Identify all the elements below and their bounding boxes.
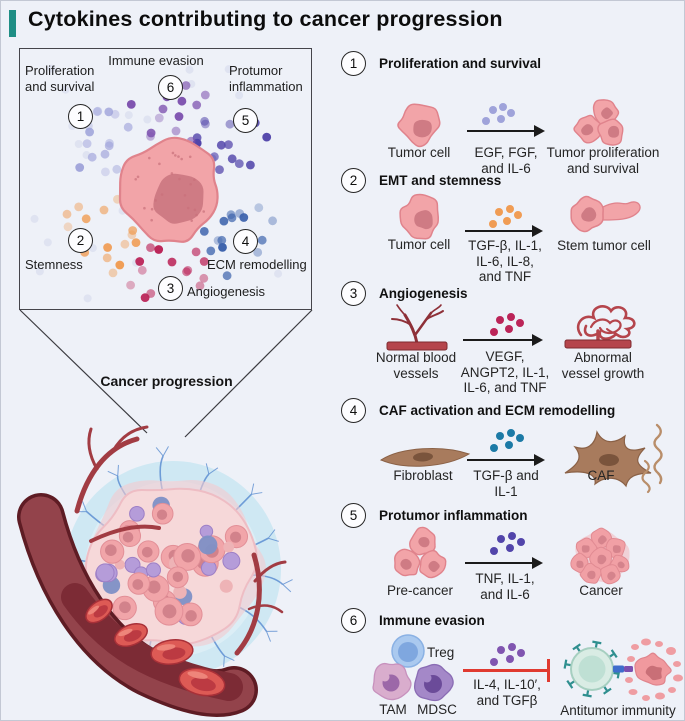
overview-number-3: 3 bbox=[158, 276, 183, 301]
cytokine-dots-2 bbox=[489, 205, 522, 228]
section-4-heading: CAF activation and ECM remodelling bbox=[379, 403, 616, 418]
section-3-cytokines-label: VEGF, ANGPT2, IL-1, IL-6, and TNF bbox=[460, 349, 550, 396]
reaction-arrow-4 bbox=[467, 453, 545, 468]
section-1-cytokines-label: EGF, FGF, and IL-6 bbox=[474, 145, 538, 176]
overview-number-6: 6 bbox=[158, 75, 183, 100]
reaction-arrow-3 bbox=[463, 333, 543, 348]
page-title: Cytokines contributing to cancer progres… bbox=[28, 7, 503, 31]
cytokine-dots-1 bbox=[482, 103, 515, 125]
zoom-label: Cancer progression bbox=[100, 373, 233, 389]
mdsc-label: MDSC bbox=[417, 702, 457, 717]
abnormal-vessels-icon bbox=[564, 305, 636, 349]
section-3-number: 3 bbox=[341, 281, 366, 306]
section-1-source-label: Tumor cell bbox=[387, 145, 451, 160]
section-4-result-label: CAF bbox=[587, 468, 615, 483]
section-6-result-label: Antitumor immunity bbox=[560, 703, 676, 718]
section-1-number: 1 bbox=[341, 51, 366, 76]
cancer-icon bbox=[570, 527, 630, 585]
section-1-result-label: Tumor proliferation and survival bbox=[546, 145, 660, 176]
section-2-heading: EMT and stemness bbox=[379, 173, 502, 188]
section-2-result-label: Stem tumor cell bbox=[557, 238, 651, 253]
fibroblast-icon bbox=[379, 447, 471, 467]
pre-cancer-icon bbox=[394, 526, 447, 579]
callout-immune-evasion: Immune evasion bbox=[108, 53, 204, 68]
section-3-result-label: Abnormal vessel growth bbox=[561, 350, 645, 381]
treg-label: Treg bbox=[427, 645, 455, 660]
overview-number-2: 2 bbox=[68, 228, 93, 253]
antitumor-immunity-icon bbox=[563, 638, 683, 701]
section-5-heading: Protumor inflammation bbox=[379, 508, 528, 523]
section-5-source-label: Pre-cancer bbox=[386, 583, 454, 598]
reaction-arrow-1 bbox=[467, 124, 545, 139]
section-5-number: 5 bbox=[341, 503, 366, 528]
cytokine-dots-4 bbox=[490, 429, 524, 452]
overview-number-5: 5 bbox=[233, 108, 258, 133]
cytokine-dots-3 bbox=[490, 313, 524, 336]
section-2-number: 2 bbox=[341, 168, 366, 193]
section-5-cytokines-label: TNF, IL-1, and IL-6 bbox=[475, 571, 535, 602]
stem-tumor-cell-icon bbox=[570, 195, 641, 233]
reaction-arrow-2 bbox=[465, 224, 543, 239]
inhibition-bar bbox=[463, 659, 551, 682]
callout-ecm: ECM remodelling bbox=[207, 257, 307, 272]
overview-number-4: 4 bbox=[233, 229, 258, 254]
section-4-source-label: Fibroblast bbox=[393, 468, 453, 483]
cytokine-dots-6 bbox=[490, 643, 525, 666]
caf-icon bbox=[564, 423, 663, 494]
callout-angiogenesis: Angiogenesis bbox=[187, 284, 266, 299]
tumor-cell-icon bbox=[397, 103, 441, 148]
overview-number-1: 1 bbox=[68, 104, 93, 129]
callout-stemness: Stemness bbox=[25, 257, 83, 272]
immune-cells-icon bbox=[372, 634, 454, 702]
section-2-cytokines-label: TGF-β, IL-1, IL-6, IL-8, and TNF bbox=[468, 238, 542, 285]
normal-vessels-icon bbox=[386, 304, 448, 351]
title-accent-bar bbox=[9, 10, 16, 37]
callout-protumor: Protumor inflammation bbox=[229, 63, 303, 94]
callout-proliferation: Proliferation and survival bbox=[25, 63, 95, 94]
cytokine-dots-5 bbox=[490, 532, 525, 555]
section-3-heading: Angiogenesis bbox=[379, 286, 468, 301]
section-4-number: 4 bbox=[341, 398, 366, 423]
section-6-heading: Immune evasion bbox=[379, 613, 485, 628]
overview-box bbox=[19, 48, 312, 310]
section-6-number: 6 bbox=[341, 608, 366, 633]
section-4-cytokines-label: TGF-β and IL-1 bbox=[473, 468, 539, 499]
reaction-arrow-5 bbox=[465, 556, 543, 571]
tumor-proliferation-icon bbox=[573, 99, 624, 146]
section-6-cytokines-label: IL-4, IL-10′, and TGFβ bbox=[473, 677, 541, 708]
section-5-result-label: Cancer bbox=[579, 583, 623, 598]
section-3-source-label: Normal blood vessels bbox=[375, 350, 457, 381]
overview-illustration bbox=[17, 64, 313, 717]
tam-label: TAM bbox=[379, 702, 407, 717]
section-1-heading: Proliferation and survival bbox=[379, 56, 542, 71]
section-2-source-label: Tumor cell bbox=[387, 237, 451, 252]
tumor-cell-icon bbox=[399, 193, 440, 240]
